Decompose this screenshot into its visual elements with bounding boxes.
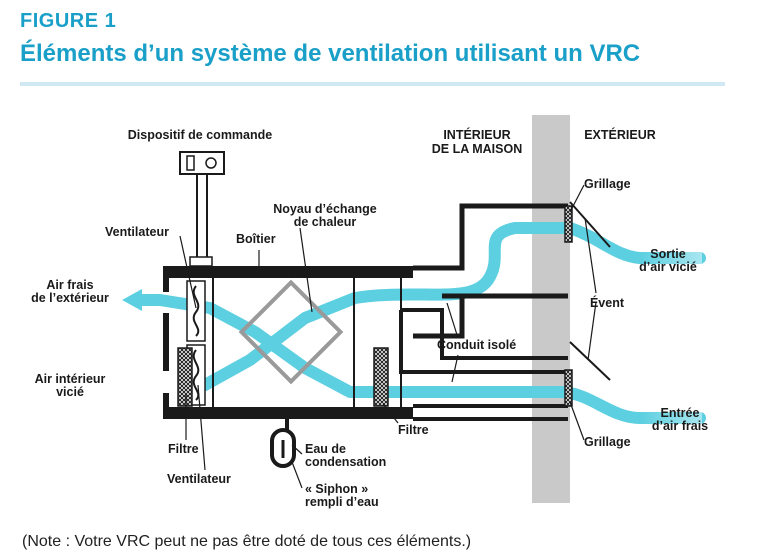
footnote: (Note : Votre VRC peut ne pas être doté … bbox=[22, 533, 472, 550]
fresh-airflow bbox=[132, 294, 706, 424]
label-vent: Évent bbox=[590, 295, 625, 310]
control-switch bbox=[186, 155, 195, 171]
label-grille-top: Grillage bbox=[584, 177, 631, 191]
label-filter-left: Filtre bbox=[168, 442, 199, 456]
housing-left-cap-mid bbox=[163, 313, 169, 371]
label-fan-top: Ventilateur bbox=[105, 225, 169, 239]
label-filter-right: Filtre bbox=[398, 423, 429, 437]
label-core-1: Noyau d’échange bbox=[273, 202, 377, 216]
label-interior-1: INTÉRIEUR bbox=[443, 127, 510, 142]
housing-bottom-plate bbox=[163, 407, 413, 419]
housing-top-plate bbox=[163, 266, 413, 278]
upper-duct bbox=[413, 203, 568, 339]
figure-title: Éléments d’un système de ventilation uti… bbox=[20, 40, 641, 67]
grille-bottom bbox=[564, 369, 573, 407]
label-intake-2: d’air frais bbox=[652, 419, 708, 433]
heat-exchange-core bbox=[238, 279, 344, 385]
label-insulated-duct: Conduit isolé bbox=[437, 338, 516, 352]
label-exhaust-2: d’air vicié bbox=[639, 260, 697, 274]
label-interior-2: DE LA MAISON bbox=[432, 142, 523, 156]
label-intake-1: Entrée bbox=[661, 406, 700, 420]
fan-top-blade bbox=[192, 285, 200, 337]
label-trap-1: « Siphon » bbox=[305, 482, 368, 496]
leader-lines bbox=[179, 184, 597, 489]
label-exhaust-1: Sortie bbox=[650, 247, 685, 261]
title-rule bbox=[20, 82, 725, 86]
label-stale-in-1: Air intérieur bbox=[35, 372, 106, 386]
figure-number: FIGURE 1 bbox=[20, 10, 117, 32]
label-housing: Boîtier bbox=[236, 232, 276, 246]
filter-left bbox=[177, 347, 193, 407]
control-junction bbox=[189, 256, 213, 267]
label-exterior: EXTÉRIEUR bbox=[584, 127, 656, 142]
fresh-air-arrowhead bbox=[122, 289, 142, 311]
vent-hood-top bbox=[569, 201, 611, 248]
label-fresh-out-2: de l’extérieur bbox=[31, 291, 109, 305]
label-core-2: de chaleur bbox=[294, 215, 357, 229]
exterior-wall bbox=[532, 115, 570, 503]
label-condensate-2: condensation bbox=[305, 455, 386, 469]
vent-hood-bottom bbox=[569, 341, 611, 381]
fan-bottom-blade bbox=[192, 349, 200, 401]
lower-duct bbox=[399, 308, 568, 421]
housing-left-cap-top bbox=[163, 278, 169, 292]
label-condensate-1: Eau de bbox=[305, 442, 346, 456]
intake-entry-fade bbox=[640, 412, 702, 424]
label-trap-2: rempli d’eau bbox=[305, 495, 379, 509]
label-fan-bottom: Ventilateur bbox=[167, 472, 231, 486]
label-control-device: Dispositif de commande bbox=[128, 128, 273, 142]
exhaust-exit-fade bbox=[640, 252, 702, 264]
housing-left-cap-bot bbox=[163, 393, 169, 407]
exhaust-airflow bbox=[199, 222, 706, 391]
label-stale-in-2: vicié bbox=[56, 385, 84, 399]
filter-right bbox=[373, 347, 389, 407]
control-knob bbox=[205, 157, 217, 169]
grille-top bbox=[564, 205, 573, 243]
label-grille-bottom: Grillage bbox=[584, 435, 631, 449]
label-fresh-out-1: Air frais bbox=[46, 278, 93, 292]
